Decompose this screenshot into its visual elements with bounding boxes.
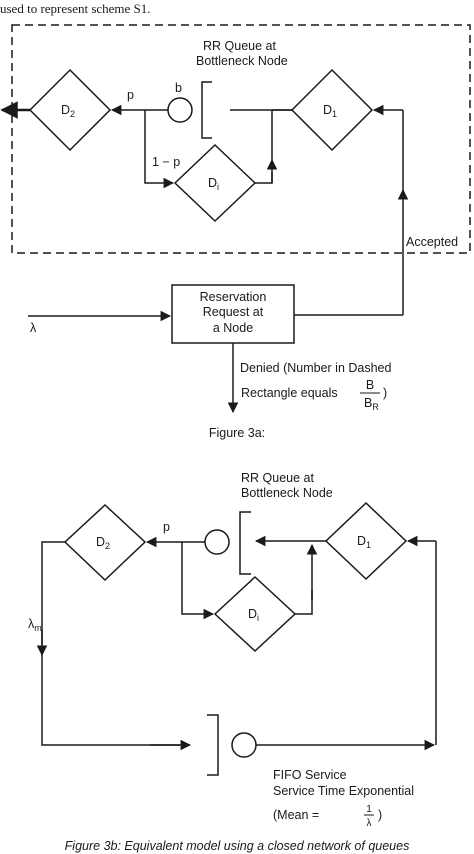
di-diamond [173,143,257,223]
di-label-b: Di [248,607,259,623]
fraction-denominator: BR [364,396,379,412]
server-circle-b [204,529,230,555]
denied-line2: Rectangle equals [241,386,338,400]
rr-queue-bracket-b [239,511,251,575]
di-label: Di [208,176,219,192]
dashed-rectangle [11,24,471,254]
d1-label: D1 [323,103,337,119]
reservation-line3: a Node [213,321,253,335]
close-paren: ) [383,386,387,400]
di-to-merge-b [295,590,313,615]
lambda-m-label: λm [28,617,42,633]
mean-open: (Mean = [273,808,319,822]
reservation-line1: Reservation [200,290,267,304]
caption-3b: Figure 3b: Equivalent model using a clos… [65,839,410,853]
p-label: p [127,88,134,102]
queue-label-line2: Bottleneck Node [196,54,288,68]
d1-diamond-b [324,501,408,581]
fifo-queue-bracket [207,714,219,776]
figure-3b-labels: RR Queue at Bottleneck Node D2 D1 Di p λ… [28,471,414,853]
reservation-line2: Request at [203,305,264,319]
split-to-di-b [181,542,215,620]
mean-numerator: 1 [366,804,372,815]
server-circle [167,97,193,123]
fifo-line1: FIFO Service [273,768,347,782]
fraction-numerator: B [366,378,374,392]
fifo-line2: Service Time Exponential [273,784,414,798]
figure-3a [0,24,471,414]
d2-diamond-b [63,503,147,582]
mean-denominator: λ [367,818,372,829]
one-minus-p-arrow [144,110,175,189]
d2-label-b: D2 [96,535,110,551]
header-text: used to represent scheme S1. [0,1,151,16]
d2-diamond [28,68,112,152]
fifo-server-circle [231,732,257,758]
denied-line1: Denied (Number in Dashed [240,361,392,375]
di-diamond-b [213,575,297,653]
d1-label-b: D1 [357,534,371,550]
caption-3a: Figure 3a: [209,426,265,440]
one-minus-p-label: 1 − p [152,155,180,169]
queue-label-b-line1: RR Queue at [241,471,314,485]
rr-queue-bracket [201,81,212,139]
p-label-b: p [163,520,170,534]
queue-label-b-line2: Bottleneck Node [241,486,333,500]
accepted-label: Accepted [406,235,458,249]
d1-diamond [290,68,374,152]
figure-3b [36,501,437,816]
d2-label: D2 [61,103,75,119]
lambda-label: λ [30,321,37,335]
di-to-merge [255,172,273,184]
reservation-box [171,284,295,344]
figure-3a-labels: RR Queue at Bottleneck Node b D2 D1 Di p… [30,39,458,440]
queue-label-line1: RR Queue at [203,39,276,53]
mean-close: ) [378,808,382,822]
server-label: b [175,81,182,95]
